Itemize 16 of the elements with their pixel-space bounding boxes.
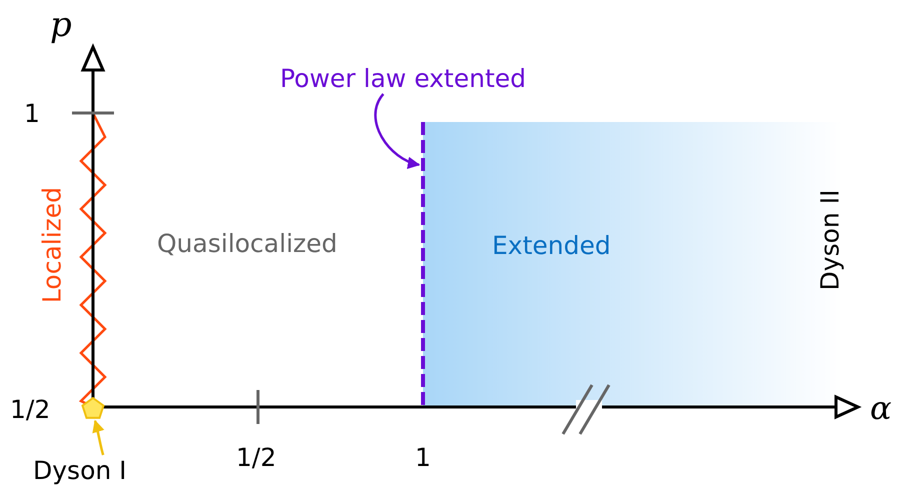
region-label: Extended: [492, 233, 611, 258]
region-label: Localized: [40, 186, 64, 304]
leader-arrow: [374, 93, 420, 168]
region-label: Quasilocalized: [157, 231, 338, 256]
dashed-boundary-line: [421, 122, 425, 407]
leader-arrow: [92, 420, 104, 456]
tick-label: 1/2: [236, 445, 276, 470]
axis-label: p: [50, 8, 72, 42]
callout-label: Dyson I: [33, 458, 127, 483]
callout-label: Power law extented: [280, 66, 526, 91]
tick-label: 1: [415, 445, 431, 470]
pentagon-marker: [81, 396, 105, 419]
tick-label: 1/2: [10, 397, 50, 422]
region-label: Dyson II: [818, 190, 842, 290]
tick-label: 1: [24, 101, 40, 126]
axis-label: α: [870, 392, 892, 424]
